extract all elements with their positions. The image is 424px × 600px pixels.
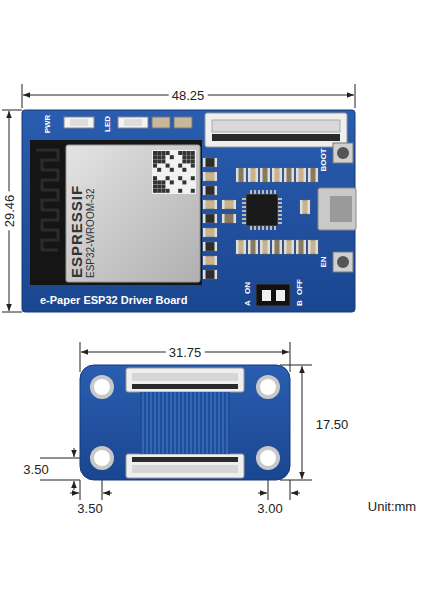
silkscreen-label: PWR — [44, 115, 52, 134]
micro-usb — [318, 188, 356, 230]
leds — [64, 117, 192, 128]
silkscreen-label: B — [296, 300, 304, 306]
chip-pins — [242, 190, 282, 230]
silkscreen-label: OFF — [296, 279, 304, 295]
dimension: 3.50 — [77, 502, 102, 515]
silkscreen-label: ON — [244, 282, 252, 294]
usb-uart-chip — [246, 194, 278, 226]
module-shield — [66, 145, 200, 282]
fpc-connector — [205, 113, 347, 147]
dimension: 3.50 — [23, 463, 48, 476]
dimension: 31.75 — [166, 346, 205, 359]
smd-parts — [203, 158, 318, 279]
adapter-board — [80, 365, 290, 480]
silkscreen-label: LED — [104, 116, 112, 132]
silkscreen-label: EN — [320, 256, 328, 267]
dip-switch — [256, 284, 290, 306]
dimension: 48.25 — [169, 89, 208, 102]
pcb-board — [22, 110, 355, 312]
module-pcb — [30, 140, 202, 285]
unit-note: Unit:mm — [368, 500, 416, 513]
dimension: 29.46 — [3, 192, 16, 231]
brand-mark: ESPRESSIF — [68, 149, 85, 278]
module-marking: ESPRESSIFESP32-WROOM-32 — [68, 149, 112, 278]
dimension: 17.50 — [316, 418, 349, 431]
module-name: ESP32-WROOM-32 — [85, 149, 97, 278]
board-caption: e-Paper ESP32 Driver Board — [40, 294, 187, 306]
antenna-trace — [36, 150, 58, 250]
silkscreen-label: A — [244, 300, 252, 306]
qr-code — [152, 150, 196, 194]
silkscreen-label: BOOT — [320, 148, 328, 171]
esp32-module: ESPRESSIFESP32-WROOM-32 — [66, 145, 200, 282]
adapter-traces — [143, 392, 227, 454]
dimension-lines — [2, 84, 355, 500]
dimension: 3.00 — [257, 502, 282, 515]
driver-board: e-Paper ESP32 Driver Board ESPRESSIFESP32… — [22, 110, 355, 312]
